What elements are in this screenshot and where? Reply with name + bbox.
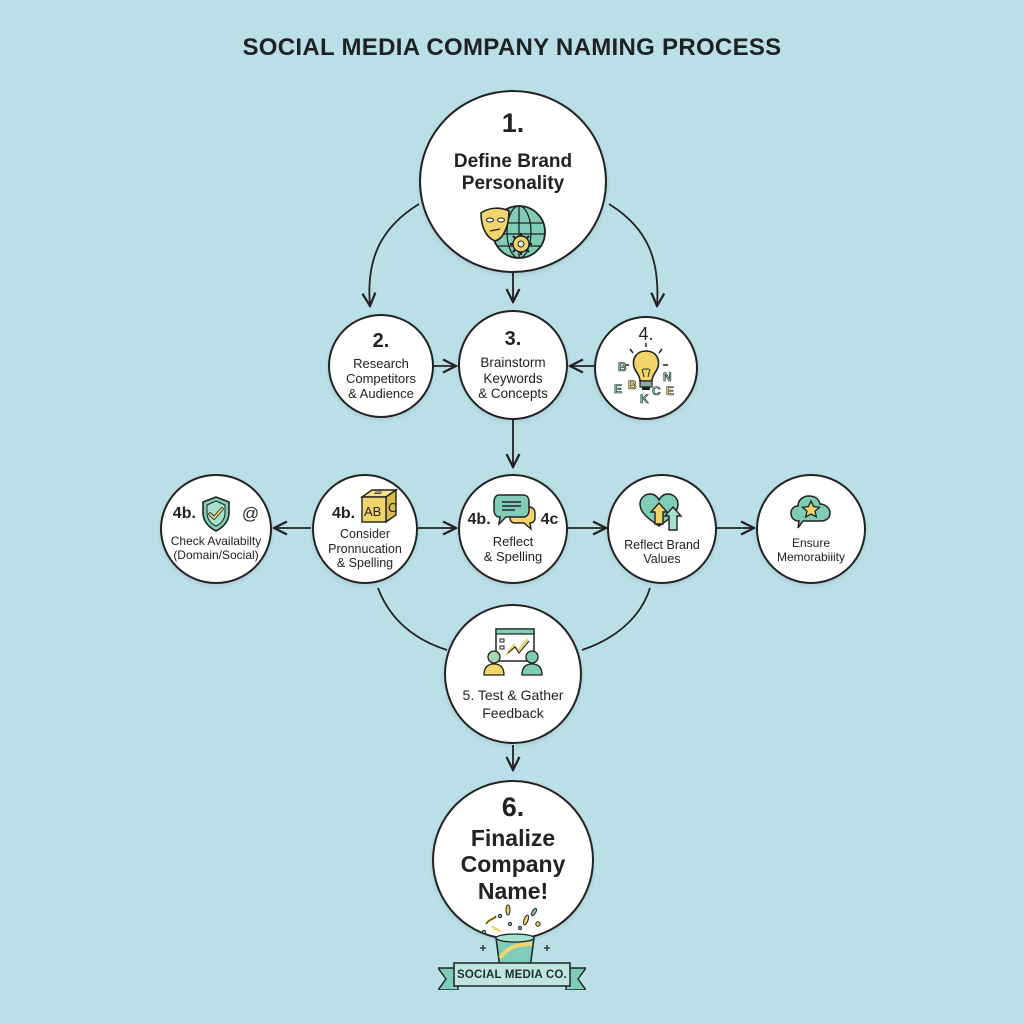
step-label-line2: (Domain/Social) <box>173 548 259 562</box>
curve-consider-to-5 <box>377 587 448 651</box>
step-3-brainstorm: 3. Brainstorm Keywords & Concepts <box>458 310 568 420</box>
step-number: 4b. <box>172 505 196 523</box>
step-number-left: 4b. <box>467 511 491 529</box>
step-label-line1: Check Availabilty <box>170 534 262 549</box>
step-number: 3. <box>504 328 522 351</box>
step-header: 4b. 4c <box>467 493 559 531</box>
letter-tile: E <box>666 384 674 398</box>
step-number-right: 4c <box>540 511 559 529</box>
celebration-cup-icon <box>480 904 550 969</box>
step-4b-consider-pronunciation: 4b. AB C Consider Pronnucation & Spellin… <box>312 474 418 584</box>
cloud-star-icon <box>790 495 831 529</box>
step-reflect-brand-values: Reflect Brand Values <box>607 474 717 584</box>
step-label-line2: & Spelling <box>483 549 543 564</box>
step-label-line3: & Audience <box>348 385 414 401</box>
heart-arrows-icon <box>639 492 683 531</box>
step-number: 4b. <box>331 505 356 523</box>
step-label-line2: Company <box>460 851 566 878</box>
banner-text: SOCIAL MEDIA CO. <box>457 969 567 981</box>
step-6-finalize-company-name: 6. Finalize Company Name! <box>432 780 594 940</box>
step-label-line1: Research <box>353 356 409 372</box>
step-label-line1: Brainstorm <box>480 355 546 371</box>
speech-bubbles-icon <box>492 494 536 531</box>
step-label-line1: Reflect <box>492 534 534 550</box>
step-ensure-memorability: Ensure Memorabiiity <box>756 474 866 584</box>
step-number: 6. <box>501 792 525 822</box>
step-label-line3: & Concepts <box>478 386 548 402</box>
step-label-line2: Values <box>643 552 681 566</box>
step-4-idea-letters: 4. B B N E K C E <box>594 316 698 420</box>
step-label-line1: Consider <box>339 527 391 542</box>
block-letter: C <box>388 500 397 515</box>
step-label-line2: Personality <box>461 172 565 194</box>
block-letter: AB <box>364 504 381 519</box>
presentation-people-icon <box>483 628 543 676</box>
step-1-define-brand-personality: 1. Define Brand Personality <box>419 90 607 273</box>
step-label-line2: Memorabiiity <box>776 550 845 564</box>
step-header: 4b. @ <box>173 495 259 533</box>
mask-globe-gear-icon <box>480 204 546 259</box>
step-header: 4b. AB C <box>331 487 399 525</box>
step-2-research: 2. Research Competitors & Audience <box>328 314 434 418</box>
shield-check-icon <box>202 496 230 533</box>
step-label-line2: Keywords <box>483 370 543 386</box>
arrow-1-to-4 <box>608 203 657 306</box>
step-label-line3: Name! <box>477 877 549 904</box>
letter-tile: K <box>640 392 649 406</box>
letter-tile: B <box>628 378 637 392</box>
step-4b-4c-reflect-spelling: 4b. 4c Reflect & Spelling <box>458 474 568 584</box>
page-title: SOCIAL MEDIA COMPANY NAMING PROCESS <box>242 34 782 61</box>
step-label-line1: Reflect Brand <box>624 537 700 552</box>
step-number: 1. <box>501 108 525 138</box>
step-label-line1: 5. Test & Gather <box>462 686 564 703</box>
step-label-line1: Finalize <box>470 825 556 851</box>
step-number: 2. <box>372 330 390 353</box>
step-5-test-gather-feedback: 5. Test & Gather Feedback <box>444 604 582 744</box>
step-label-line2: Feedback <box>482 705 544 721</box>
arrow-1-to-2 <box>369 203 420 306</box>
letter-tile: E <box>614 382 622 396</box>
step-label-line1: Define Brand <box>453 151 573 172</box>
curve-values-to-5 <box>581 587 651 651</box>
step-label-line1: Ensure <box>791 536 831 551</box>
step-label-line3: & Spelling <box>336 556 394 571</box>
step-label-line2: Pronnucation <box>328 541 402 556</box>
letter-tile: B <box>618 360 627 374</box>
step-4b-check-availability: 4b. @ Check Availabilty (Domain/Social) <box>160 474 272 584</box>
abc-block-icon: AB C <box>359 489 399 524</box>
letter-tile: N <box>663 370 672 384</box>
step-label-line2: Competitors <box>345 371 417 387</box>
letter-tile: C <box>652 384 661 398</box>
at-symbol: @ <box>241 504 260 524</box>
step-number: 4. <box>638 324 654 344</box>
lightbulb-letters-icon: B B N E K C E <box>614 343 674 406</box>
ribbon-banner-icon <box>438 962 586 990</box>
